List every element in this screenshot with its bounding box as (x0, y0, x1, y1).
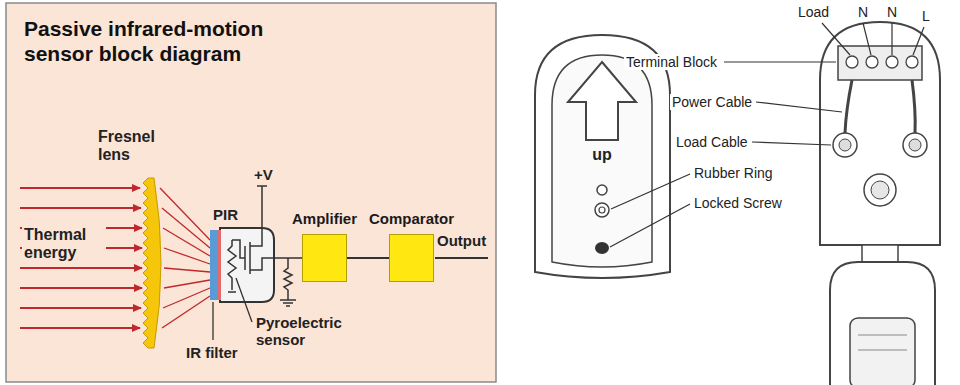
power-cable (845, 80, 852, 133)
terminal-name: N (887, 4, 897, 20)
part-label: Locked Screw (692, 195, 784, 211)
drain-wire (250, 186, 262, 246)
amplifier-box: Amplifier (292, 210, 357, 282)
ground-symbol (280, 299, 296, 301)
locked-screw (595, 242, 609, 254)
leader-line (752, 142, 831, 145)
cable-hole-inner (909, 139, 921, 151)
ground-symbol (286, 305, 290, 307)
cover-face (552, 55, 652, 267)
cable-hole (833, 133, 857, 157)
block-fill (389, 234, 434, 282)
leader-line (756, 102, 842, 112)
supply-terminal (257, 185, 267, 187)
cable-hole (903, 133, 927, 157)
comparator-box: Comparator (369, 210, 454, 282)
terminal-screw (886, 56, 898, 68)
ray (163, 228, 210, 256)
terminal-block (838, 46, 922, 80)
window-line (858, 335, 907, 336)
block-heading: Comparator (369, 210, 454, 228)
ir-filter (210, 230, 217, 300)
part-label: Load Cable (674, 134, 750, 150)
ground-symbol (283, 302, 293, 304)
rubber-ring (595, 203, 609, 217)
terminal-screw (866, 56, 878, 68)
sensor-neck (862, 245, 898, 263)
fet-gate (244, 246, 246, 270)
signal-label: Output (437, 232, 486, 249)
leader-line (236, 278, 252, 322)
center-tube-inner (871, 181, 889, 199)
terminal-screw (906, 56, 918, 68)
direction-mark: up (582, 146, 622, 164)
terminal-name: N (858, 4, 868, 20)
ray (163, 288, 210, 308)
ray (164, 248, 210, 264)
terminal-screw (846, 56, 858, 68)
block-fill (302, 234, 347, 282)
supply-label: +V (254, 166, 273, 183)
leader-line (863, 23, 871, 55)
thermal-arrow (20, 207, 141, 209)
sensor-window (850, 318, 915, 385)
resistor-symbol (284, 258, 292, 300)
ray (160, 188, 210, 240)
output-wire (435, 257, 488, 259)
terminal-name: L (922, 8, 930, 24)
thermal-arrow (20, 267, 142, 269)
pir-housing (220, 228, 274, 302)
cable-hole-inner (839, 139, 851, 151)
leader-line (913, 27, 924, 55)
leader-line (610, 204, 690, 247)
lens-label: Fresnel lens (98, 128, 170, 165)
up-arrow (568, 62, 636, 140)
hole (597, 185, 607, 195)
pyroelectric-element (228, 240, 236, 290)
ground-symbol (228, 291, 236, 293)
leader-line (891, 23, 892, 55)
gate-wire (232, 240, 245, 258)
ray (164, 280, 210, 288)
input-label: Thermal energy (22, 226, 106, 263)
rubber-ring-inner (599, 207, 605, 213)
part-label: Power Cable (670, 94, 754, 110)
leader-line (212, 302, 213, 340)
signal-connector (347, 257, 389, 259)
block-heading: Amplifier (292, 210, 357, 228)
diagram-title: Passive infrared-motion sensor block dia… (24, 16, 324, 66)
terminal-name: Load (798, 4, 829, 20)
leader-line (611, 174, 690, 209)
center-tube (864, 174, 896, 206)
load-cable (912, 80, 915, 133)
component-label: PIR (213, 206, 238, 223)
sensor-cover (535, 35, 670, 278)
thermal-arrow (20, 307, 141, 309)
leader-line (822, 23, 850, 55)
leader-line (724, 61, 836, 62)
fresnel-lens (143, 178, 161, 348)
focused-rays (160, 188, 210, 328)
ray (164, 268, 210, 272)
part-label: Rubber Ring (692, 165, 775, 181)
thermal-arrow (20, 287, 142, 289)
part-label: Terminal Block (624, 54, 719, 70)
source-wire (250, 258, 302, 270)
part-label: IR filter (186, 344, 238, 361)
window-line (858, 350, 907, 351)
panel-background (6, 3, 496, 382)
sensor-housing (820, 22, 940, 245)
thermal-arrow (20, 327, 140, 329)
thermal-arrow (20, 187, 140, 189)
part-label: Pyroelectric sensor (256, 314, 356, 349)
fet-channel (249, 242, 251, 274)
ray (162, 296, 210, 328)
leader-lines (610, 23, 924, 247)
filter-layer (217, 230, 221, 300)
thermal-arrows (20, 188, 142, 328)
